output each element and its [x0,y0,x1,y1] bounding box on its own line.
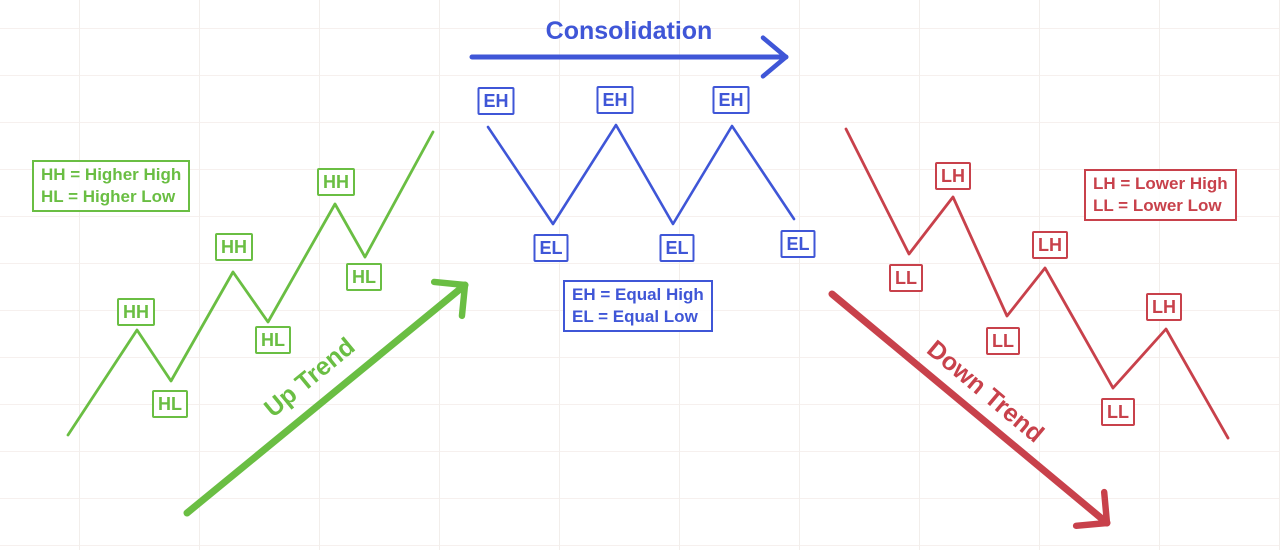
swing-label-el: EL [659,234,695,262]
swing-label-ll: LL [889,264,923,292]
swing-label-hh: HH [317,168,355,196]
swing-label-hl: HL [346,263,382,291]
swing-label-hl: HL [255,326,291,354]
swing-label-ll: LL [986,327,1020,355]
uptrend-line [66,130,435,437]
downtrend-line [844,127,1230,440]
swing-label-hl: HL [152,390,188,418]
legend-line-el: EL = Equal Low [572,307,698,327]
legend-line-lh: LH = Lower High [1093,174,1228,193]
swing-label-eh: EH [596,86,634,114]
up-trend-arrow [183,278,469,517]
legend-line-hh: HH = Higher High [41,165,182,184]
downtrend-legend: LH = Lower High LL = Lower Low [1084,169,1237,222]
swing-label-lh: LH [1032,231,1068,259]
swing-label-lh: LH [1146,293,1182,321]
swing-label-el: EL [780,230,816,258]
consolidation-title: Consolidation [545,17,713,45]
down-trend-arrow [828,290,1111,530]
swing-label-eh: EH [477,87,515,115]
swing-label-el: EL [533,234,569,262]
legend-line-ll: LL = Lower Low [1093,196,1222,216]
legend-line-hl: HL = Higher Low [41,187,176,207]
consolidation-line [486,123,796,226]
swing-label-hh: HH [117,298,155,326]
swing-label-hh: HH [215,233,253,261]
consolidation-arrow [469,35,789,79]
swing-label-eh: EH [712,86,750,114]
swing-label-lh: LH [935,162,971,190]
uptrend-legend: HH = Higher High HL = Higher Low [32,160,191,213]
legend-line-eh: EH = Equal High [572,285,704,304]
swing-label-ll: LL [1101,398,1135,426]
consolidation-legend: EH = Equal High EL = Equal Low [563,280,713,333]
